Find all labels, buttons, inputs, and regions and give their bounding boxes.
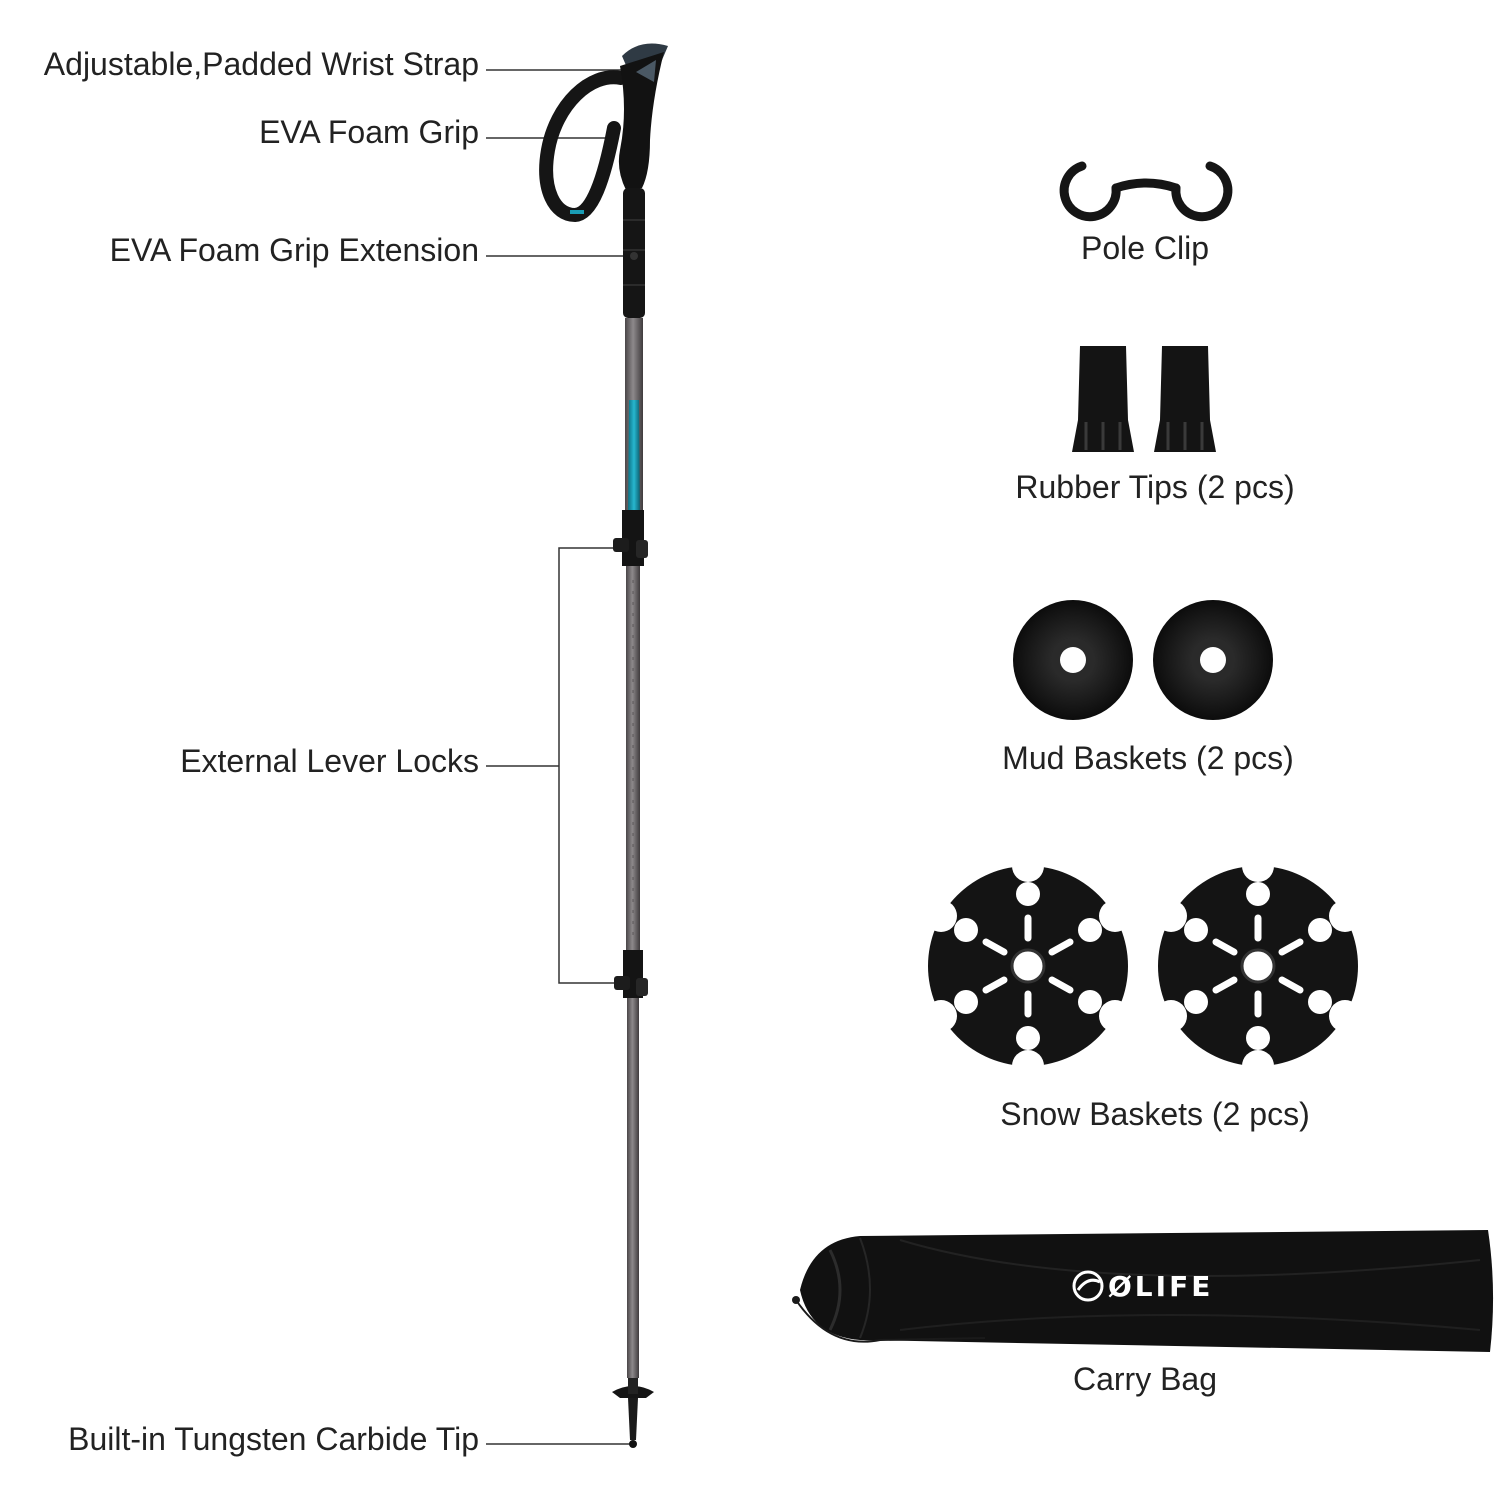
- label-pole-clip: Pole Clip: [1080, 230, 1210, 266]
- label-wrist-strap: Adjustable,Padded Wrist Strap: [43, 46, 479, 82]
- label-rubber-tips: Rubber Tips (2 pcs): [1015, 469, 1295, 505]
- lower-shaft: [627, 998, 639, 1378]
- rubber-tips-image: [1072, 346, 1216, 452]
- olife-logo: ØLIFE: [1072, 1270, 1213, 1303]
- label-carry-bag: Carry Bag: [1072, 1361, 1218, 1397]
- carry-bag-image: [792, 1230, 1494, 1352]
- wrist-strap: [539, 70, 628, 223]
- label-lever-locks: External Lever Locks: [180, 743, 479, 779]
- leader-lines: [486, 69, 632, 1445]
- label-snow-baskets: Snow Baskets (2 pcs): [1000, 1096, 1310, 1132]
- drawstring: [795, 1299, 986, 1343]
- label-carbide-tip: Built-in Tungsten Carbide Tip: [68, 1421, 479, 1457]
- label-eva-grip: EVA Foam Grip: [259, 114, 479, 150]
- mud-baskets-image: [1013, 600, 1273, 720]
- trekking-pole: [539, 43, 668, 1448]
- middle-shaft: [626, 566, 640, 956]
- pole-clip-image: [1059, 161, 1233, 222]
- carbide-tip: [628, 1398, 638, 1440]
- label-grip-extension: EVA Foam Grip Extension: [109, 232, 479, 268]
- snow-baskets-image: [925, 850, 1361, 1082]
- eva-grip: [618, 52, 664, 190]
- label-mud-baskets: Mud Baskets (2 pcs): [1002, 740, 1294, 776]
- brand-name: ØLIFE: [1108, 1270, 1213, 1303]
